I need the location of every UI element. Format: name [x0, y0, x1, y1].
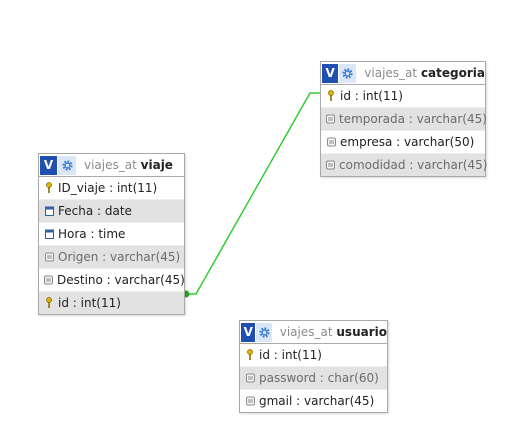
toggle-v-icon[interactable]: V: [241, 322, 256, 342]
time-icon: [44, 227, 54, 241]
column-icon: [326, 112, 335, 126]
table-name: viaje: [140, 158, 173, 172]
column-icon: [44, 250, 54, 264]
column-label: password : char(60): [259, 371, 379, 385]
gear-icon[interactable]: [256, 322, 272, 342]
toggle-v-icon[interactable]: V: [322, 63, 339, 83]
schema-name: viajes_at: [279, 325, 333, 339]
column-row[interactable]: id : int(11): [321, 85, 485, 107]
column-row[interactable]: Origen : varchar(45): [39, 245, 184, 268]
table-name: categoria: [420, 66, 485, 80]
column-row[interactable]: id : int(11): [39, 291, 184, 314]
column-label: temporada : varchar(45): [339, 112, 487, 126]
column-list: id : int(11) temporada : varchar(45) emp…: [321, 85, 488, 176]
primary-key-icon: [245, 348, 255, 362]
column-label: id : int(11): [259, 348, 322, 362]
schema-name: viajes_at: [84, 158, 137, 172]
column-row[interactable]: empresa : varchar(50): [321, 130, 485, 153]
table-viaje[interactable]: V viajes_at viaje ID_viaje : int(11) Fec…: [38, 153, 185, 315]
table-categoria[interactable]: V viajes_at categoria id : int(11) tempo…: [320, 61, 488, 177]
column-row[interactable]: Hora : time: [39, 222, 184, 245]
column-label: empresa : varchar(50): [340, 135, 475, 149]
column-row[interactable]: ID_viaje : int(11): [39, 177, 184, 199]
column-list: id : int(11) password : char(60) gmail :…: [240, 344, 387, 412]
gear-icon[interactable]: [339, 63, 357, 83]
column-icon: [326, 158, 335, 172]
key-icon: [44, 296, 54, 310]
table-header[interactable]: V viajes_at usuario: [240, 321, 387, 344]
column-label: comodidad : varchar(45): [339, 158, 488, 172]
gear-icon[interactable]: [58, 155, 76, 175]
toggle-v-icon[interactable]: V: [40, 155, 57, 175]
table-name: usuario: [336, 325, 387, 339]
column-label: Fecha : date: [58, 204, 132, 218]
column-row[interactable]: temporada : varchar(45): [321, 107, 487, 130]
column-label: Hora : time: [58, 227, 126, 241]
table-header[interactable]: V viajes_at categoria: [321, 62, 485, 85]
column-icon: [326, 135, 336, 149]
primary-key-icon: [326, 89, 336, 103]
column-row[interactable]: Fecha : date: [39, 199, 184, 222]
column-icon: [245, 394, 255, 408]
column-row[interactable]: comodidad : varchar(45): [321, 153, 488, 176]
column-label: Origen : varchar(45): [58, 250, 181, 264]
column-row[interactable]: id : int(11): [240, 344, 387, 366]
column-label: ID_viaje : int(11): [58, 181, 158, 195]
date-icon: [44, 204, 54, 218]
column-row[interactable]: Destino : varchar(45): [39, 268, 185, 291]
column-label: id : int(11): [58, 296, 121, 310]
column-label: id : int(11): [340, 89, 403, 103]
column-row[interactable]: password : char(60): [240, 366, 387, 389]
column-icon: [44, 273, 53, 287]
column-label: gmail : varchar(45): [259, 394, 375, 408]
column-icon: [245, 371, 255, 385]
column-label: Destino : varchar(45): [57, 273, 185, 287]
table-usuario[interactable]: V viajes_at usuario id : int(11) passwor…: [239, 320, 388, 413]
column-list: ID_viaje : int(11) Fecha : date Hora : t…: [39, 177, 185, 314]
column-row[interactable]: gmail : varchar(45): [240, 389, 387, 412]
primary-key-icon: [44, 181, 54, 195]
table-header[interactable]: V viajes_at viaje: [39, 154, 184, 177]
schema-name: viajes_at: [364, 66, 418, 80]
